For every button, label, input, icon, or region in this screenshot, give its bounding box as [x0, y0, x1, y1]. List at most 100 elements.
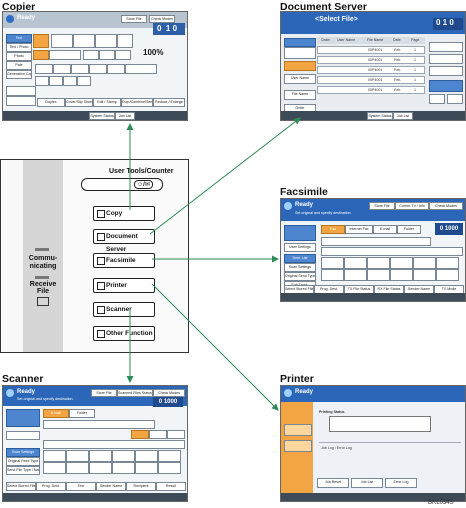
destination-key[interactable]	[89, 450, 112, 462]
scanner-cc-button[interactable]	[149, 430, 167, 439]
scanner-bottom-button-4[interactable]: Recipient	[126, 482, 156, 491]
destination-key[interactable]	[390, 269, 413, 281]
copier-dup-combine-button[interactable]: Dup./Combine/Series	[121, 98, 153, 107]
punch-button[interactable]	[89, 64, 107, 74]
docserver-side-button-2[interactable]	[429, 54, 463, 64]
copier-store-file-button[interactable]: Store File	[121, 15, 147, 23]
finisher-option-2-button[interactable]	[49, 76, 63, 86]
scanner-original-feed-type-button[interactable]: Original Feed Type	[6, 457, 40, 466]
fax-comm-info-button[interactable]: Comm. Tx / Info	[395, 202, 429, 210]
scanner-bottom-button-0[interactable]: Select Stored File	[6, 482, 36, 491]
destination-key[interactable]	[390, 257, 413, 269]
destination-key[interactable]	[66, 450, 89, 462]
paper-tray-3-button[interactable]	[95, 34, 117, 48]
staple-button[interactable]	[71, 64, 89, 74]
copier-mode-photo-button[interactable]: Photo	[6, 52, 32, 61]
scanner-to-button[interactable]	[131, 430, 149, 439]
destination-key[interactable]	[135, 450, 158, 462]
fax-user-settings-button[interactable]: User Settings	[284, 243, 316, 252]
destination-key[interactable]	[344, 269, 367, 281]
scanner-tab-folder[interactable]: Folder	[69, 409, 95, 418]
destination-key[interactable]	[158, 450, 181, 462]
docserver-printer-filter[interactable]	[284, 61, 316, 71]
scanner-check-modes-button[interactable]: Check Modes	[153, 389, 185, 397]
docserver-next-page-button[interactable]	[447, 94, 463, 104]
destination-key[interactable]	[367, 257, 390, 269]
copier-job-list-button[interactable]: Job List	[115, 112, 135, 120]
copier-scroll-buttons[interactable]	[6, 86, 36, 96]
docserver-file-name-button[interactable]: File Name	[284, 90, 316, 100]
fax-destination-input[interactable]	[321, 237, 431, 246]
finisher-option-4-button[interactable]	[77, 76, 91, 86]
docserver-tab-copier[interactable]	[284, 38, 316, 47]
fax-tab-fax[interactable]: Fax	[321, 225, 345, 234]
fax-check-modes-button[interactable]: Check Modes	[429, 202, 463, 210]
create-margin-button[interactable]	[125, 64, 157, 74]
fax-tab-folder[interactable]: Folder	[397, 225, 421, 234]
destination-key[interactable]	[158, 462, 181, 474]
paper-tray-2-button[interactable]	[73, 34, 95, 48]
auto-paper-select-button[interactable]	[33, 34, 49, 48]
destination-key[interactable]	[367, 269, 390, 281]
facsimile-key[interactable]: Facsimile	[93, 253, 155, 268]
destination-key[interactable]	[89, 462, 112, 474]
printer-offline-button[interactable]	[284, 440, 312, 452]
destination-key[interactable]	[112, 450, 135, 462]
scanner-bottom-button-3[interactable]: Sender Name	[96, 482, 126, 491]
fax-store-file-button[interactable]: Store File	[369, 202, 395, 210]
user-tools-counter-key[interactable]: ☺/✉	[81, 178, 163, 191]
copier-edit-stamp-button[interactable]: Edit / Stamp	[93, 98, 121, 107]
printer-key[interactable]: Printer	[93, 278, 155, 293]
destination-key[interactable]	[112, 462, 135, 474]
destination-key[interactable]	[436, 257, 459, 269]
destination-key[interactable]	[135, 462, 158, 474]
sort-button[interactable]	[35, 64, 53, 74]
destination-key[interactable]	[413, 269, 436, 281]
reduce-button[interactable]	[99, 50, 115, 60]
scanner-store-file-button[interactable]: Store File	[91, 389, 117, 397]
finisher-option-1-button[interactable]	[35, 76, 49, 86]
scanner-send-file-type-button[interactable]: Send File Type / Name	[6, 466, 40, 475]
document-server-key[interactable]: Document Server	[93, 229, 155, 253]
copier-mode-text-photo-button[interactable]: Text / Photo	[6, 43, 32, 52]
destination-key[interactable]	[43, 450, 66, 462]
density-slider[interactable]	[49, 50, 81, 60]
scanner-bottom-button-1[interactable]: Prog. Dest.	[36, 482, 66, 491]
scanner-bottom-button-5[interactable]: Result	[156, 482, 186, 491]
destination-key[interactable]	[436, 269, 459, 281]
destination-key[interactable]	[413, 257, 436, 269]
docserver-user-name-button[interactable]: User Name	[284, 74, 316, 84]
scanner-user-settings-button[interactable]	[6, 431, 40, 440]
scanner-bottom-button-2[interactable]: Text	[66, 482, 96, 491]
fax-original-send-type-button[interactable]: Original Send Type	[284, 272, 316, 281]
finisher-option-3-button[interactable]	[63, 76, 77, 86]
copier-mode-pale-button[interactable]: Pale	[6, 61, 32, 70]
bypass-tray-button[interactable]	[117, 34, 133, 48]
auto-image-density-button[interactable]	[33, 50, 49, 60]
destination-key[interactable]	[43, 462, 66, 474]
printer-online-button[interactable]	[284, 424, 312, 436]
copy-key[interactable]: Copy	[93, 206, 155, 221]
fax-dest-list-button[interactable]: Dest. List	[284, 254, 316, 263]
copier-special-original-button[interactable]	[6, 96, 36, 106]
enlarge-button[interactable]	[115, 50, 131, 60]
copier-reduce-enlarge-button[interactable]: Reduce / Enlarge	[153, 98, 185, 107]
docserver-prev-page-button[interactable]	[429, 94, 445, 104]
copier-duplex-button[interactable]: Duplex	[37, 98, 65, 107]
destination-key[interactable]	[66, 462, 89, 474]
paper-tray-1-button[interactable]	[51, 34, 73, 48]
fax-tab-email[interactable]: E-mail	[373, 225, 397, 234]
printer-job-reset-button[interactable]: Job Reset	[317, 478, 349, 488]
docserver-side-button-1[interactable]	[429, 42, 463, 52]
docserver-job-list-button[interactable]: Job List	[393, 112, 413, 120]
scanner-tab-email[interactable]: E-mail	[43, 409, 69, 418]
printer-error-log-button[interactable]: Error Log	[385, 478, 417, 488]
docserver-side-button-3[interactable]	[429, 66, 463, 76]
rotate-sort-button[interactable]	[107, 64, 125, 74]
printer-job-list-button[interactable]: Job List	[351, 478, 383, 488]
